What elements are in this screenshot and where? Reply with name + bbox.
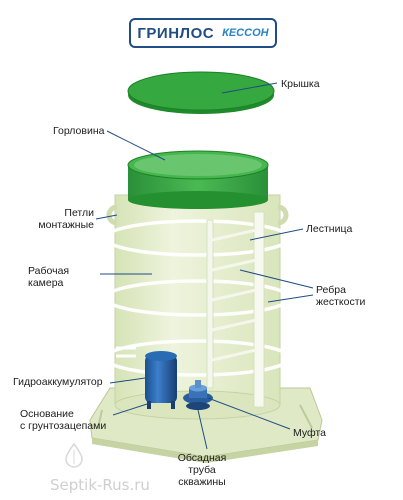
watermark-text: Septik-Rus.ru: [50, 476, 150, 494]
label-neck: Горловина: [53, 125, 105, 137]
pipe-stubs: [116, 346, 136, 358]
label-lid: Крышка: [281, 78, 320, 90]
brand-product: КЕССОН: [222, 27, 269, 39]
ladder: [206, 211, 265, 408]
brand-badge: ГРИНЛОС КЕССОН: [129, 18, 277, 48]
coupling: [183, 380, 213, 410]
label-ladder: Лестница: [306, 223, 353, 235]
watermark-logo: [65, 442, 83, 468]
stiffening-ribs: [103, 219, 292, 377]
lid: [127, 71, 275, 114]
brand-name: ГРИНЛОС: [137, 24, 215, 42]
label-accumulator: Гидроаккумулятор: [13, 376, 103, 388]
label-mount-loops: Петли монтажные: [38, 207, 94, 231]
label-ribs: Ребра жесткости: [316, 284, 366, 308]
mount-loops: [106, 204, 289, 226]
label-casing: Обсадная труба скважины: [177, 452, 227, 488]
label-coupling: Муфта: [293, 427, 326, 439]
neck: [127, 150, 269, 209]
label-work-chamber: Рабочая камера: [28, 265, 70, 289]
label-base: Основание с грунтозацепами: [20, 408, 107, 432]
callout-lines: [95, 82, 314, 450]
hydro-accumulator: [145, 351, 177, 409]
